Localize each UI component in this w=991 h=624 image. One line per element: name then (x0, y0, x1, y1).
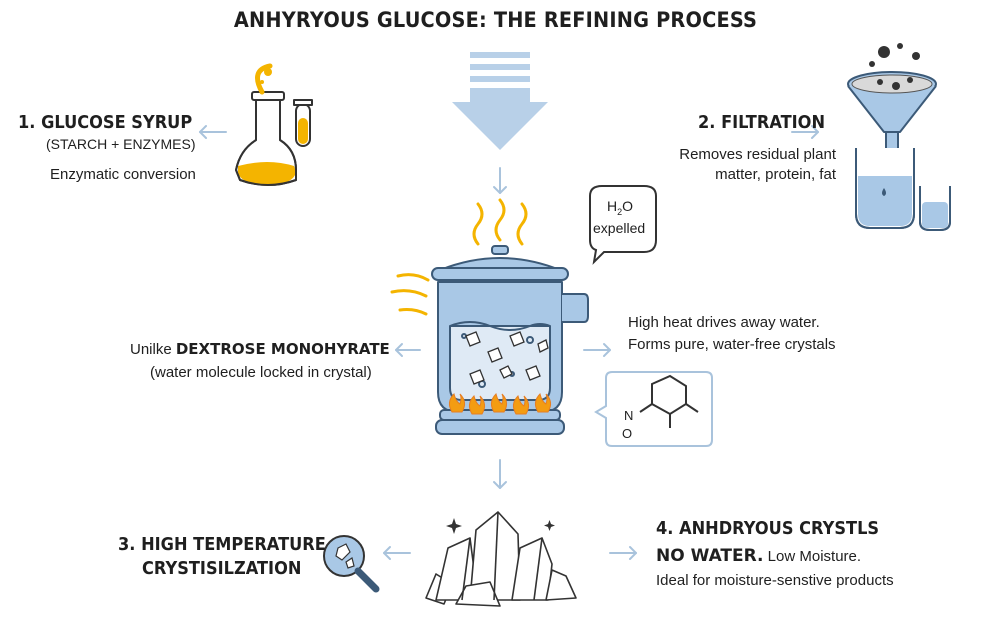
pot-icon (431, 245, 589, 413)
heat-note-line1: High heat drives away water. (628, 314, 820, 331)
dextrose-note-line2: (water molecule locked in crystal) (150, 364, 372, 381)
arrow-left-small-icon (383, 546, 411, 560)
expelled-label: expelled (593, 220, 646, 236)
burner-icon (435, 409, 565, 435)
step3-title-line2: CRYSTISILZATION (142, 558, 302, 579)
funnel-icon (847, 43, 951, 231)
arrow-right-small-icon (609, 546, 637, 560)
step1-description: Enzymatic conversion (50, 166, 196, 183)
step2-title: 2. FILTRATION (698, 112, 826, 133)
dextrose-note: Unilke DEXTROSE MONOHYRATE (130, 340, 390, 358)
dextrose-highlight: DEXTROSE MONOHYRATE (175, 340, 390, 358)
h2o-label: H2O (607, 198, 634, 217)
step1-title: 1. GLUCOSE SYRUP (18, 112, 193, 133)
arrow-left-small-icon (199, 125, 227, 139)
crystal-cube-icon (465, 331, 549, 385)
step1-subtitle: (STARCH + ENZYMES) (46, 136, 196, 152)
big-down-arrow-icon (452, 52, 548, 150)
arrow-down-small-icon (493, 167, 507, 194)
arrow-down-small-icon (493, 459, 507, 489)
oxygen-label: O (622, 426, 633, 441)
arrow-right-small-icon (791, 125, 819, 139)
magnifier-icon (323, 535, 380, 593)
flame-icon (448, 393, 552, 415)
step2-description-line2: matter, protein, fat (715, 166, 836, 183)
steam-icon (390, 198, 528, 316)
arrow-right-small-icon (583, 343, 611, 357)
step4-title-line1: 4. ANHDRYOUS CRYSTLS (656, 518, 880, 539)
step4-description: Ideal for moisture-senstive products (656, 572, 894, 589)
step3-title-line1: 3. HIGH TEMPERATURE (118, 534, 326, 555)
arrow-left-small-icon (395, 343, 421, 357)
crystal-cluster-icon (425, 511, 577, 607)
flask-icon (235, 63, 313, 186)
nitrogen-label: N (624, 408, 634, 423)
speech-bubble (589, 185, 657, 265)
step4-title-line2: NO WATER. Low Moisture. (656, 546, 862, 566)
heat-note-line2: Forms pure, water-free crystals (628, 336, 836, 353)
step2-description-line1: Removes residual plant (679, 146, 836, 163)
molecule-icon (639, 374, 699, 428)
page-title: ANHYRYOUS GLUCOSE: THE REFINING PROCESS (233, 8, 758, 32)
structure-callout (594, 371, 713, 447)
